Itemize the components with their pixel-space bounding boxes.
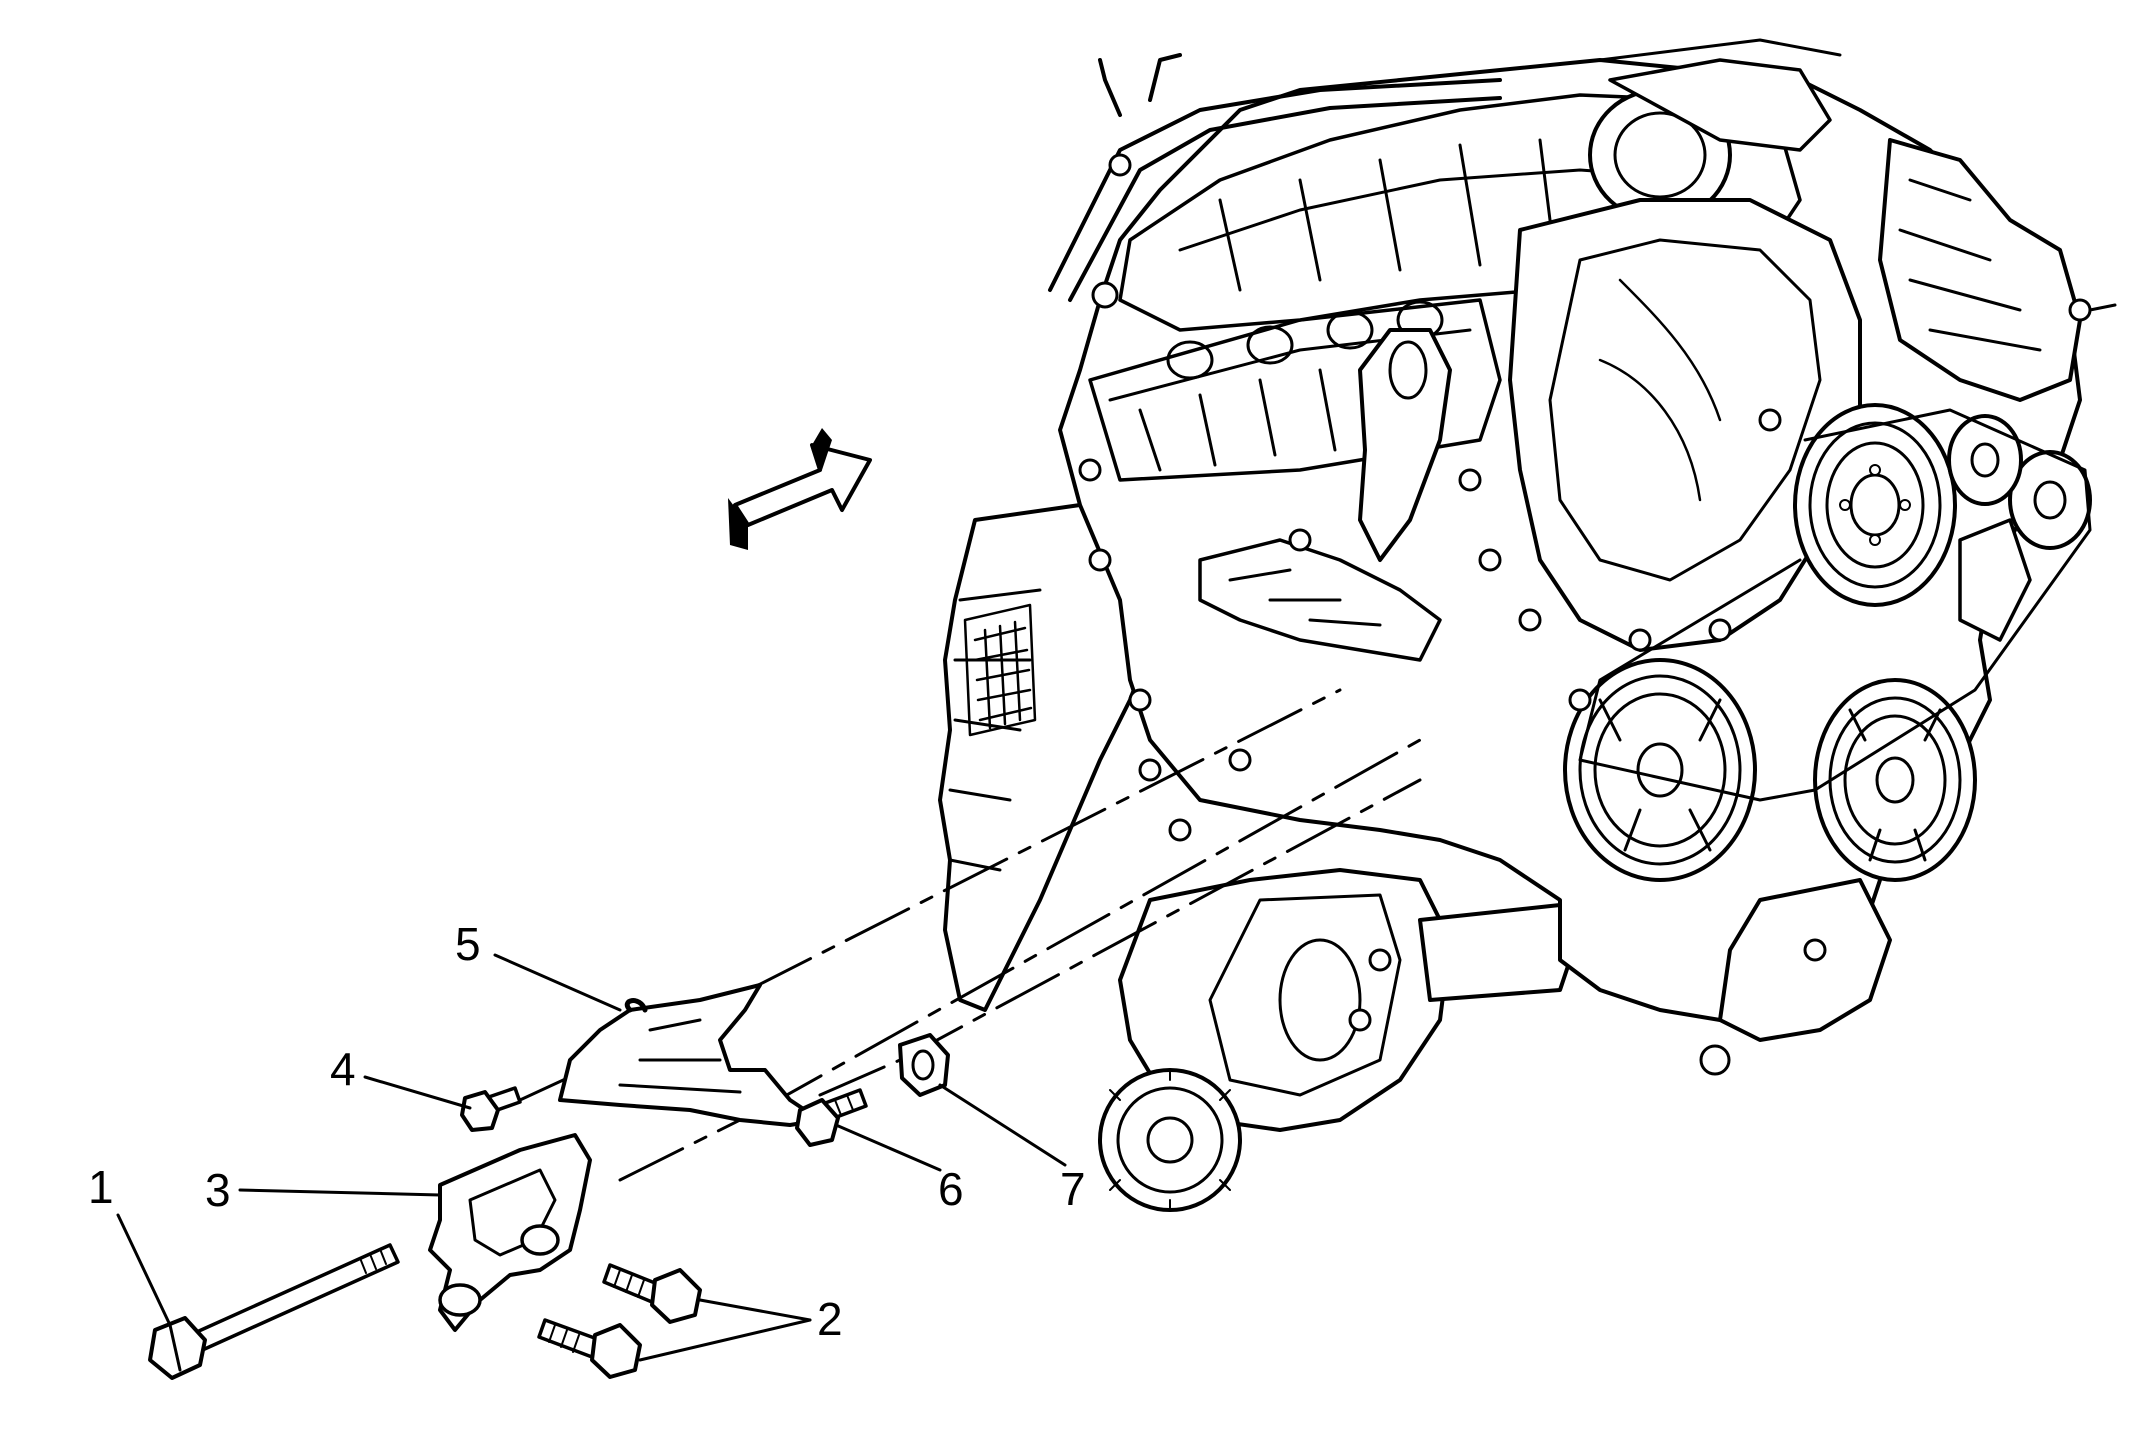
timing-cover [1508,198,1862,652]
transaxle-ribs [963,603,1037,737]
callout-2: 2 [817,1293,843,1345]
engine-lift-bracket [1358,328,1452,562]
part-4-bolt [460,1086,522,1132]
block-bolt-heads [1078,408,1782,1032]
belt-tensioner [1958,518,2032,642]
engine-assembly [938,38,2117,1212]
callout-5: 5 [455,918,481,970]
drive-belt [1578,408,2092,802]
axle-shaft-housing [1418,903,1572,1002]
callout-6: 6 [938,1163,964,1215]
leader-3 [238,1188,442,1197]
water-pump-pulley [1793,403,1957,607]
callout-leader-lines [116,953,1067,1362]
leader-5 [493,953,622,1012]
callout-7: 7 [1060,1163,1086,1215]
leader-4 [363,1075,472,1110]
power-steering-pulley [1813,678,1977,882]
leader-7 [938,1083,1067,1167]
leader-6 [834,1123,942,1172]
part-3-mount-bracket [428,1133,592,1332]
callout-4: 4 [330,1043,356,1095]
front-direction-arrow-icon [728,428,872,550]
idler-pulleys [1947,414,2092,550]
leader-1 [116,1213,172,1327]
alternator [1878,138,2082,402]
part-7-nut [898,1033,950,1097]
part-5-shield [558,983,822,1127]
callout-3: 3 [205,1164,231,1216]
callout-labels: 1 2 3 4 5 6 7 [88,918,1086,1345]
crankshaft-balancer [1563,658,1757,882]
callout-1: 1 [88,1161,114,1213]
leader-2a [698,1298,812,1322]
part-6-bolt [795,1088,868,1147]
engine-mount-bracket-right [1718,878,1892,1042]
part-1-through-bolt [148,1243,400,1380]
output-flange [1098,1068,1242,1212]
part-2-bolts [537,1263,702,1379]
leader-2b [638,1318,812,1362]
fuel-rail-pipes [1048,53,1502,302]
